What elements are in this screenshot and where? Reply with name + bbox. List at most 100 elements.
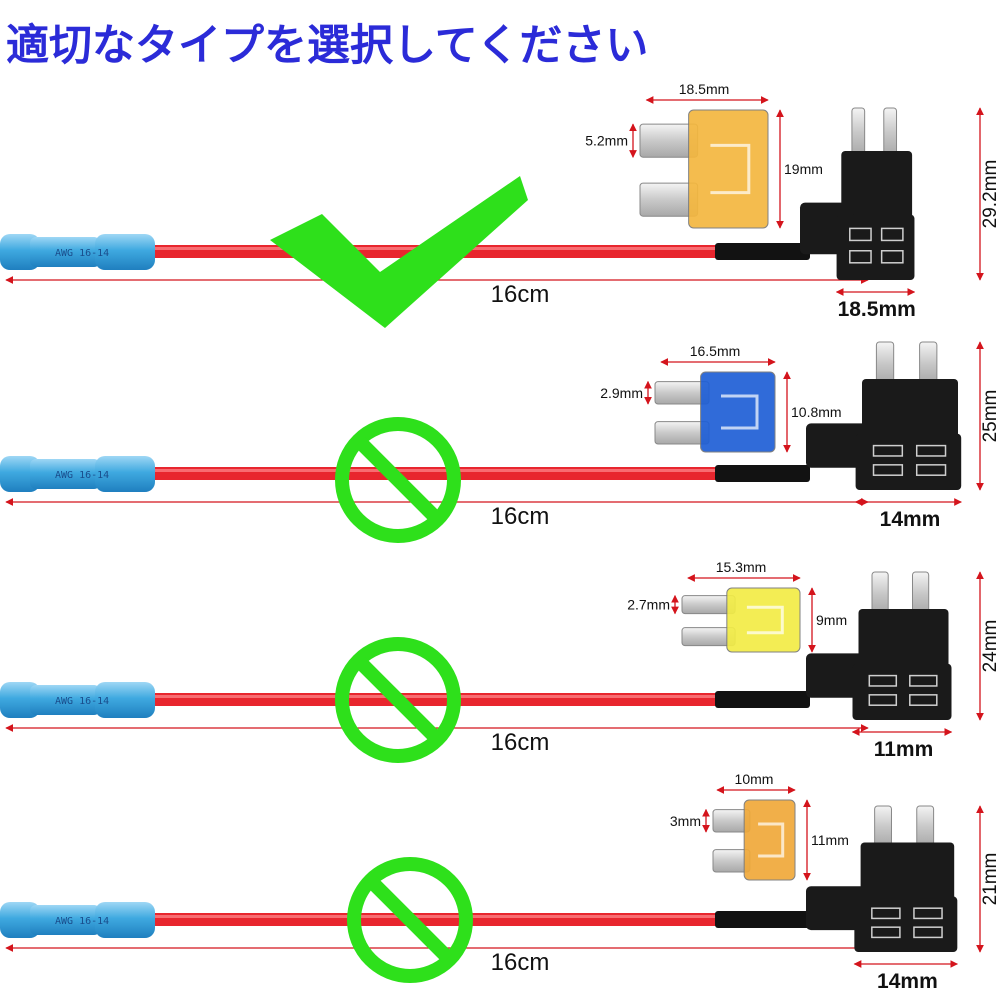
fuse-holder (800, 107, 915, 280)
socket-slot (915, 444, 947, 457)
fuse-holder (806, 341, 962, 490)
fuse-holder (806, 805, 958, 952)
fuse-width-label: 10mm (735, 771, 774, 787)
holder-width-label: 14mm (880, 508, 941, 531)
terminal-collar (95, 456, 155, 492)
fuse-element (746, 605, 784, 635)
holder-blade (912, 571, 930, 614)
heat-shrink (715, 465, 810, 482)
fuse (681, 587, 801, 653)
fuse-holder (806, 571, 952, 720)
heat-shrink (715, 911, 810, 928)
fuse-element (758, 822, 785, 858)
fuse-width-label: 16.5mm (690, 343, 741, 359)
check-icon (270, 176, 528, 328)
holder-socket (854, 896, 958, 952)
fuse-body (700, 371, 776, 453)
socket-slot (909, 694, 938, 706)
terminal-collar (95, 234, 155, 270)
wire-length-label: 16cm (491, 281, 550, 308)
wire-highlight (150, 695, 730, 698)
holder-blade (919, 341, 938, 384)
butt-terminal: AWG 16-14 (0, 902, 155, 938)
terminal-label: AWG 16-14 (55, 470, 109, 481)
socket-slot (849, 227, 872, 242)
butt-terminal: AWG 16-14 (0, 234, 155, 270)
holder-height-label: 24mm (980, 620, 1000, 673)
holder-blade (875, 341, 895, 384)
fuse-width-label: 18.5mm (679, 81, 730, 97)
wire-highlight (150, 469, 730, 472)
page-title: 適切なタイプを選択してください (6, 21, 648, 71)
holder-blade (916, 805, 935, 848)
fuse-element (721, 394, 759, 430)
terminal-label: AWG 16-14 (55, 696, 109, 707)
fuse-tap-row: AWG 16-14 16cm 18.5mm 5.2mm 19mm 29.2mm 18.5mm (0, 81, 1000, 328)
red-wire (150, 693, 730, 706)
holder-blade (851, 107, 866, 157)
terminal-barrel (30, 685, 100, 715)
terminal-collar (95, 902, 155, 938)
holder-width-label: 18.5mm (838, 298, 916, 321)
prohibited-icon (335, 637, 461, 763)
fuse-blade-label: 2.7mm (627, 597, 670, 613)
socket-slot (868, 674, 898, 687)
prohibited-icon (335, 417, 461, 543)
fuse-element (710, 143, 751, 195)
holder-blade (883, 107, 898, 157)
fuse-height-label: 19mm (784, 161, 823, 177)
fuse (654, 371, 776, 453)
holder-top (858, 609, 949, 672)
red-wire (150, 913, 730, 926)
prohibit-ring (335, 637, 461, 763)
holder-socket (836, 214, 915, 280)
terminal-barrel (30, 459, 100, 489)
fuse-height-label: 10.8mm (791, 404, 842, 420)
wire-length-label: 16cm (491, 949, 550, 976)
holder-top (862, 379, 958, 442)
holder-height-label: 29.2mm (980, 160, 1000, 229)
socket-slot (872, 464, 904, 476)
socket-slot (868, 694, 898, 706)
prohibit-slash (367, 877, 453, 963)
fuse-width-label: 15.3mm (716, 559, 767, 575)
prohibited-icon (347, 857, 473, 983)
terminal-collar (95, 682, 155, 718)
holder-height-label: 21mm (980, 853, 1000, 906)
holder-top (841, 151, 913, 224)
fuse (712, 799, 796, 881)
socket-slot (913, 926, 943, 939)
fuse-body (743, 799, 796, 881)
terminal-label: AWG 16-14 (55, 916, 109, 927)
holder-top (860, 842, 955, 904)
wire-length-label: 16cm (491, 729, 550, 756)
fuse-blade-label: 5.2mm (585, 133, 628, 149)
holder-height-label: 25mm (980, 390, 1000, 443)
socket-slot (915, 464, 947, 476)
terminal-label: AWG 16-14 (55, 248, 109, 259)
holder-width-label: 11mm (874, 738, 934, 761)
fuse-blade-label: 3mm (670, 813, 701, 829)
socket-slot (913, 907, 943, 920)
wire-highlight (150, 915, 730, 918)
holder-blade (871, 571, 889, 614)
socket-slot (872, 444, 904, 457)
heat-shrink (715, 243, 810, 260)
terminal-barrel (30, 237, 100, 267)
fuse-blade-label: 2.9mm (600, 385, 643, 401)
socket-slot (909, 674, 938, 687)
socket-slot (880, 250, 904, 264)
red-wire (150, 467, 730, 480)
holder-width-label: 14mm (877, 970, 938, 993)
fuse-body (726, 587, 801, 653)
socket-slot (849, 250, 872, 264)
prohibit-slash (355, 437, 441, 523)
butt-terminal: AWG 16-14 (0, 682, 155, 718)
heat-shrink (715, 691, 810, 708)
fuse-height-label: 9mm (816, 612, 847, 628)
holder-socket (852, 663, 952, 720)
terminal-barrel (30, 905, 100, 935)
